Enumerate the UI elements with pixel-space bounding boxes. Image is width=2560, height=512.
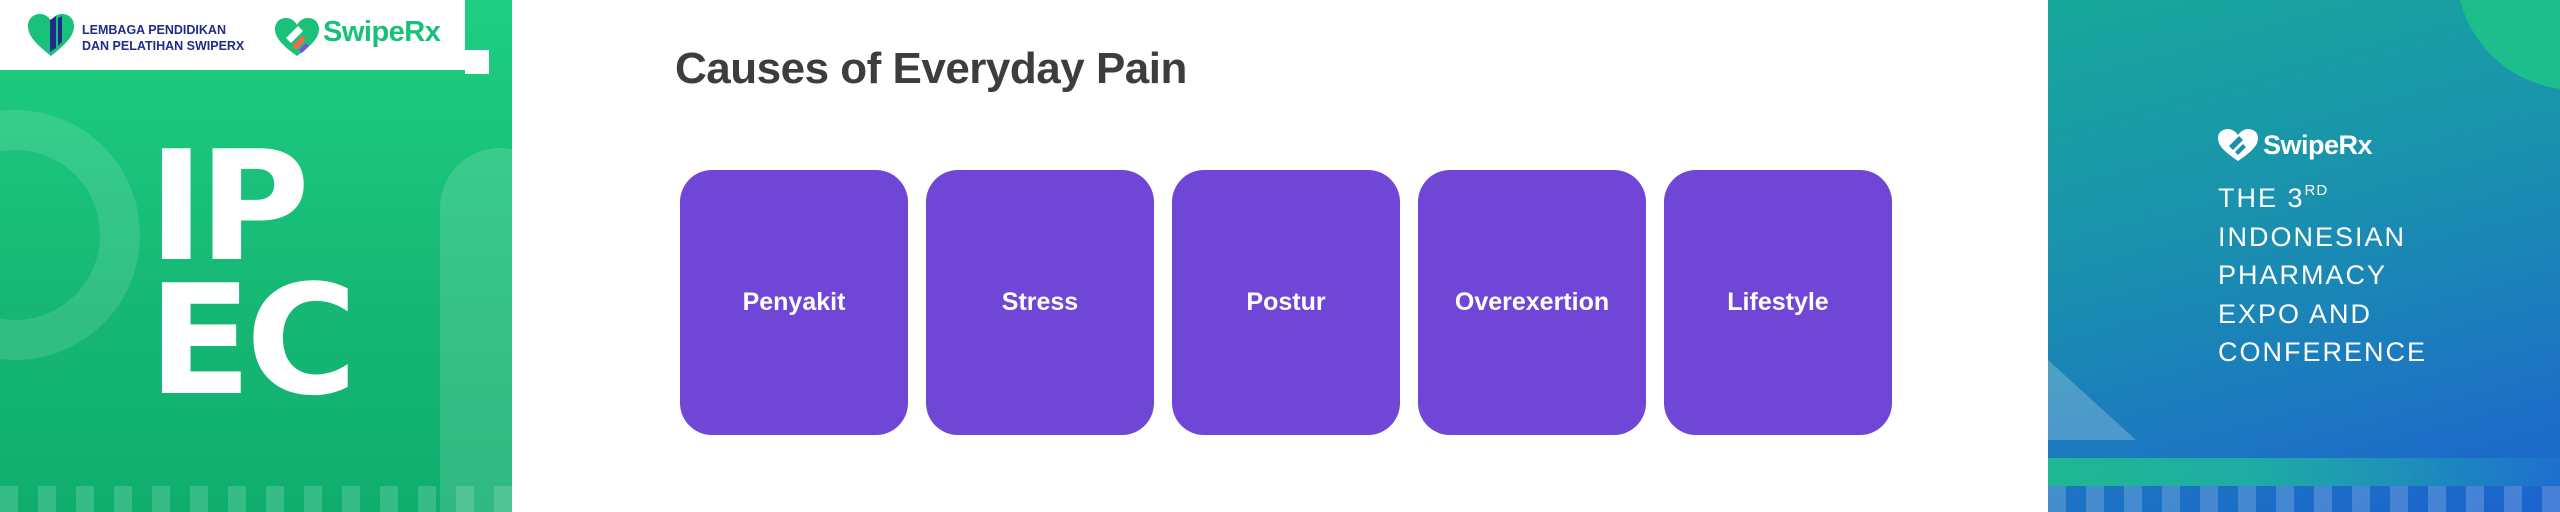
org-name-line1: LEMBAGA PENDIDIKAN xyxy=(82,23,226,37)
org-name: LEMBAGA PENDIDIKAN DAN PELATIHAN SWIPERX xyxy=(82,22,244,54)
cause-card-penyakit[interactable]: Penyakit xyxy=(680,170,908,435)
logo-bar: LEMBAGA PENDIDIKAN DAN PELATIHAN SWIPERX… xyxy=(0,0,465,70)
cause-card-label: Postur xyxy=(1246,288,1326,316)
decorative-strip xyxy=(2048,458,2560,486)
cause-card-overexertion[interactable]: Overexertion xyxy=(1418,170,1646,435)
decorative-arch xyxy=(440,148,512,512)
swiperx-heart-logo-icon xyxy=(2218,129,2258,161)
event-ordinal: THE 3 xyxy=(2218,183,2305,213)
decorative-ring xyxy=(0,110,140,360)
cause-card-label: Lifestyle xyxy=(1727,288,1829,316)
cause-card-label: Stress xyxy=(1001,288,1079,316)
page-title: Causes of Everyday Pain xyxy=(675,44,1187,93)
decorative-bars xyxy=(2048,486,2560,512)
decorative-blob xyxy=(2456,0,2560,90)
decorative-bars xyxy=(0,486,512,512)
cause-card-lifestyle[interactable]: Lifestyle xyxy=(1664,170,1892,435)
cause-card-label: Penyakit xyxy=(742,288,846,316)
event-line-3: PHARMACY xyxy=(2218,260,2388,290)
ipec-logo: IP EC xyxy=(148,118,368,429)
event-ordinal-suffix: RD xyxy=(2304,182,2329,199)
swiperx-heart-logo-icon xyxy=(275,18,319,56)
swiperx-brand-text: SwipeRx xyxy=(2263,129,2373,160)
cause-card-label: Overexertion xyxy=(1454,288,1610,316)
ipec-line1: IP xyxy=(148,118,310,295)
left-brand-panel: LEMBAGA PENDIDIKAN DAN PELATIHAN SWIPERX… xyxy=(0,0,512,512)
swiperx-logo: SwipeRx xyxy=(2216,128,2373,162)
decorative-triangle xyxy=(2048,360,2136,440)
event-name: THE 3RD INDONESIAN PHARMACY EXPO AND CON… xyxy=(2218,172,2427,372)
cause-card-stress[interactable]: Stress xyxy=(926,170,1154,435)
cause-card-postur[interactable]: Postur xyxy=(1172,170,1400,435)
right-event-panel: SwipeRx THE 3RD INDONESIAN PHARMACY EXPO… xyxy=(2048,0,2560,512)
lp-heart-logo-icon xyxy=(28,14,74,56)
event-line-1: THE 3RD xyxy=(2218,172,2427,218)
event-line-4: EXPO AND xyxy=(2218,298,2373,329)
swiperx-brand-text: SwipeRx xyxy=(323,16,441,48)
logo-bar-notch xyxy=(465,50,489,74)
org-name-line2: DAN PELATIHAN SWIPERX xyxy=(82,39,245,53)
causes-card-row: Penyakit Stress Postur Overexertion Life… xyxy=(680,170,1892,435)
event-line-2: INDONESIAN xyxy=(2218,221,2407,252)
ipec-line2: EC xyxy=(148,252,357,429)
event-line-5: CONFERENCE xyxy=(2218,337,2428,367)
